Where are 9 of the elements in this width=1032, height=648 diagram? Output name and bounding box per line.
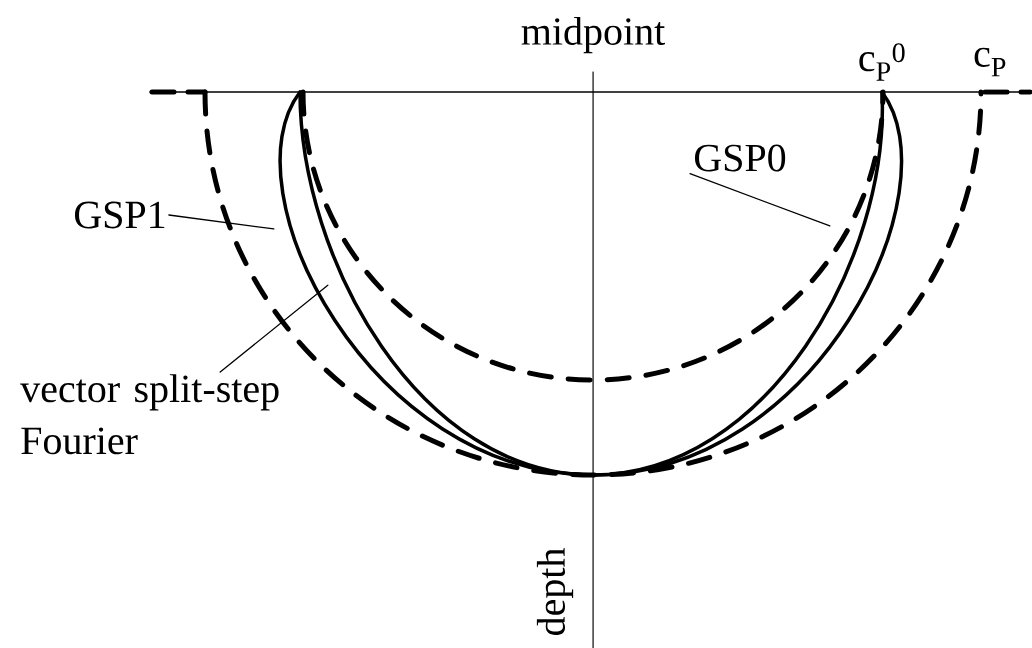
axis-label: c$_{P}$0 — [859, 43, 905, 81]
leader-line — [689, 173, 831, 227]
leader-line — [219, 284, 329, 373]
leader-text: GSP1 — [74, 201, 165, 229]
leader-text: vector split-step Fourier — [20, 374, 279, 455]
leader-line — [168, 214, 275, 230]
axis-label: midpoint — [521, 16, 666, 54]
axis-label: c$_{P}$ — [974, 47, 1006, 77]
axis-label: depth — [536, 548, 574, 635]
